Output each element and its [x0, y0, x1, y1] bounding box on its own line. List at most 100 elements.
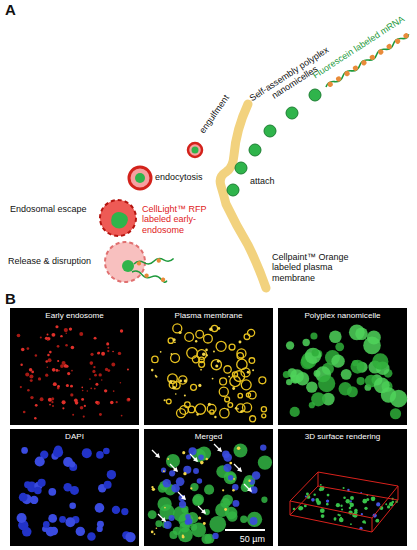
nucleus	[43, 521, 50, 528]
surface-blob	[304, 504, 307, 507]
red-punctum	[47, 334, 49, 336]
yellow-dot	[183, 472, 186, 475]
yellow-dot	[224, 508, 227, 511]
surface-blob	[326, 499, 329, 502]
nucleus	[19, 493, 28, 502]
red-punctum	[49, 404, 51, 406]
nucleus	[69, 461, 75, 467]
red-punctum	[95, 383, 98, 386]
membrane-ring	[230, 376, 241, 387]
green-blob	[240, 516, 247, 523]
annotation-label: Endosomal escape	[10, 204, 87, 214]
membrane-dot	[202, 352, 205, 355]
yellow-dot	[167, 458, 169, 460]
arrow-head	[247, 487, 252, 492]
nucleus	[163, 479, 171, 487]
green-blob	[347, 386, 358, 397]
released-mrna	[134, 256, 174, 266]
yellow-dot	[248, 479, 250, 481]
nucleus	[50, 527, 58, 535]
image-panel: DAPI	[10, 429, 139, 546]
red-punctum	[128, 398, 130, 400]
green-blob	[290, 369, 304, 383]
nucleus	[228, 475, 234, 481]
red-punctum	[104, 389, 107, 392]
nucleus	[185, 514, 191, 520]
annotation-label: attach	[250, 176, 275, 186]
red-punctum	[112, 351, 114, 353]
polymer-bead	[360, 59, 367, 66]
nucleus	[260, 444, 266, 450]
red-punctum	[45, 374, 48, 377]
red-punctum	[121, 415, 123, 417]
red-punctum	[97, 352, 100, 355]
surface-blob	[343, 487, 345, 489]
yellow-dot	[154, 533, 156, 535]
red-punctum	[99, 373, 102, 376]
pointer-arrow	[178, 492, 185, 499]
red-punctum	[66, 384, 69, 387]
panel-title: DAPI	[10, 432, 139, 441]
green-blob	[261, 497, 267, 503]
yellow-dot	[190, 487, 192, 489]
membrane-ring	[229, 344, 235, 350]
membrane-ring	[188, 406, 194, 412]
red-punctum	[40, 397, 44, 401]
nucleus	[82, 448, 92, 458]
render-box	[290, 486, 398, 532]
membrane-ring	[237, 359, 247, 369]
nucleus	[232, 484, 238, 490]
polymer-bead	[160, 277, 165, 282]
yellow-dot	[151, 486, 153, 488]
nucleus	[96, 451, 104, 459]
nucleus	[59, 516, 66, 523]
red-punctum	[20, 363, 22, 365]
red-punctum	[83, 416, 85, 418]
membrane-ring	[241, 380, 251, 390]
red-punctum	[49, 351, 52, 354]
membrane-ring	[237, 349, 246, 358]
green-blob	[283, 371, 290, 378]
membrane-ring	[243, 403, 252, 412]
pointer-arrow	[158, 514, 165, 521]
nucleus	[186, 455, 191, 460]
green-blob	[225, 507, 237, 519]
nucleus	[189, 447, 197, 455]
membrane-dot	[228, 376, 230, 378]
annotation-label: engulfment	[197, 93, 231, 135]
red-punctum	[107, 350, 109, 352]
red-punctum	[71, 370, 73, 372]
nucleus	[164, 521, 172, 529]
mrna-line	[134, 256, 174, 266]
nucleus	[103, 448, 110, 455]
membrane-dot	[196, 413, 198, 415]
panel-letter: B	[5, 290, 16, 307]
polymer-bead	[352, 65, 359, 72]
nucleus	[35, 456, 45, 466]
membrane-dot	[184, 379, 187, 382]
membrane-dot	[241, 410, 243, 412]
red-punctum	[65, 365, 68, 368]
yellow-dot	[163, 470, 165, 472]
annotation-label: CellLight™ RFP labeled early-endosome	[142, 204, 216, 235]
red-punctum	[71, 346, 75, 350]
image-ground	[144, 308, 273, 425]
render-box-edge	[372, 518, 373, 532]
green-blob	[329, 330, 342, 343]
yellow-dot	[229, 462, 232, 465]
membrane-ring	[248, 391, 256, 399]
membrane-ring	[248, 329, 255, 336]
pointer-arrow	[244, 484, 251, 491]
early-endosome	[129, 167, 151, 189]
membrane-dot	[206, 354, 208, 356]
red-punctum	[89, 378, 91, 380]
surface-blob	[327, 494, 330, 497]
green-blob	[166, 454, 180, 468]
released-mrna	[131, 270, 167, 283]
yellow-dot	[232, 489, 235, 492]
membrane-dot	[172, 386, 175, 389]
green-blob	[247, 512, 262, 527]
surface-blob	[385, 503, 387, 505]
polymer-bead	[343, 70, 350, 77]
surface-blob	[371, 497, 376, 502]
